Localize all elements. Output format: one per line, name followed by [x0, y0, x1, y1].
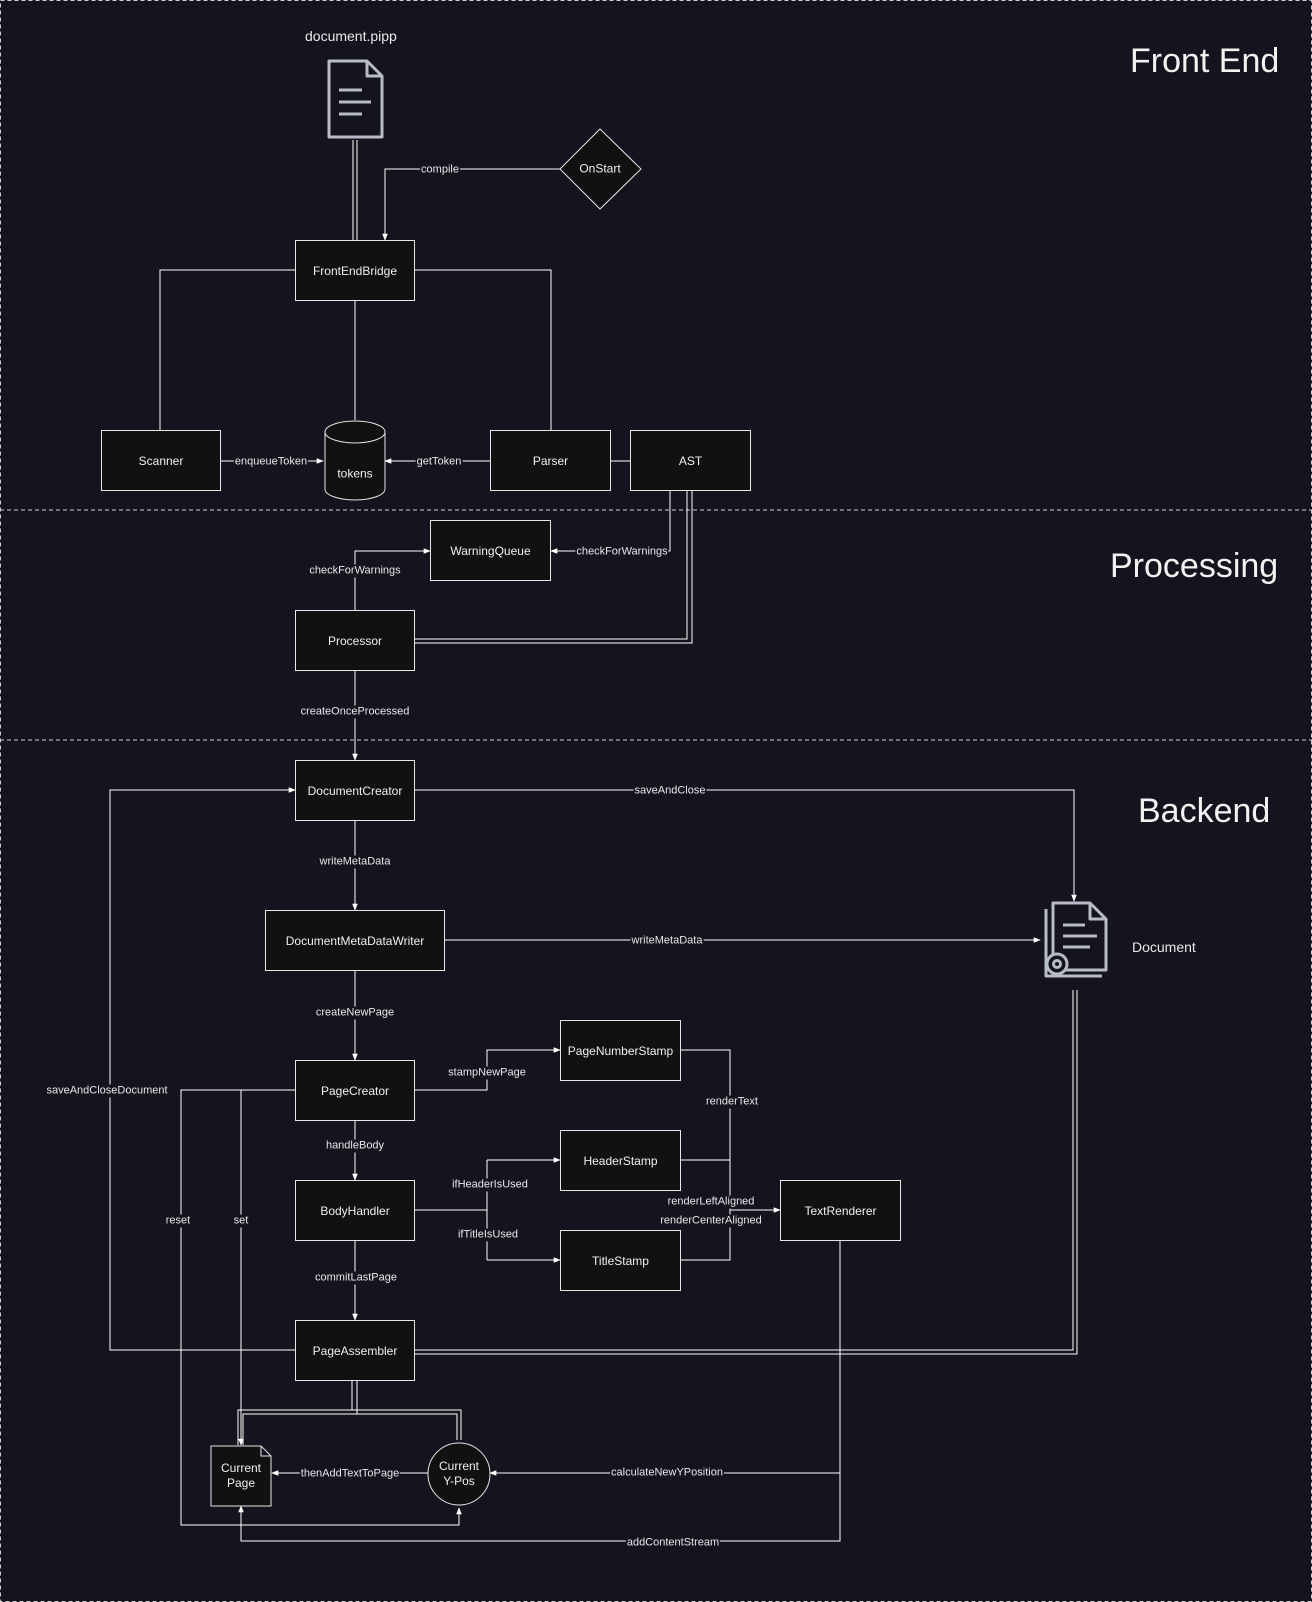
edge-label-enqueue-token: enqueueToken — [233, 455, 309, 469]
page-creator-node: PageCreator — [295, 1060, 415, 1121]
ast-node: AST — [630, 430, 751, 491]
edge-label-render-left-aligned: renderLeftAligned — [666, 1195, 756, 1209]
current-ypos-node: Current Y-Pos — [439, 1459, 479, 1489]
warning-queue-node: WarningQueue — [430, 520, 551, 581]
front-end-bridge-node: FrontEndBridge — [295, 240, 415, 301]
edge-label-calculate-new-y-position: calculateNewYPosition — [610, 1466, 724, 1480]
edge-label-stamp-new-page: stampNewPage — [447, 1066, 527, 1080]
edge-label-handle-body: handleBody — [324, 1139, 386, 1153]
tokens-node: tokens — [337, 466, 373, 481]
current-page-line1: Current — [220, 1461, 262, 1475]
body-handler-node: BodyHandler — [295, 1180, 415, 1241]
current-ypos-line2: Y-Pos — [443, 1474, 475, 1488]
scanner-node: Scanner — [101, 430, 221, 491]
processor-node: Processor — [295, 610, 415, 671]
current-page-shape — [210, 1445, 272, 1507]
document-icon — [327, 59, 384, 139]
edge-label-if-header-is-used: ifHeaderIsUsed — [451, 1178, 529, 1192]
current-ypos-line1: Current — [438, 1459, 480, 1473]
current-ypos-shape — [427, 1442, 491, 1506]
current-page-node: Current Page — [221, 1461, 261, 1491]
on-start-node: OnStart — [579, 161, 621, 176]
page-number-stamp-node: PageNumberStamp — [560, 1020, 681, 1081]
edge-label-reset: reset — [164, 1214, 192, 1228]
edge-label-get-token: getToken — [415, 455, 463, 469]
edge-label-if-title-is-used: ifTitleIsUsed — [456, 1228, 520, 1242]
on-start-diamond — [559, 128, 642, 210]
edge-label-write-meta-data-down: writeMetaData — [318, 855, 392, 869]
document-creator-node: DocumentCreator — [295, 760, 415, 821]
edge-label-render-center-aligned: renderCenterAligned — [659, 1214, 763, 1228]
edge-label-compile: compile — [420, 163, 460, 177]
edge-label-check-for-warnings-ast: checkForWarnings — [575, 545, 669, 559]
edge-label-create-new-page: createNewPage — [314, 1006, 396, 1020]
output-file-label: Document — [1132, 939, 1196, 955]
edge-label-commit-last-page: commitLastPage — [314, 1271, 398, 1285]
header-stamp-node: HeaderStamp — [560, 1130, 681, 1191]
input-file-label: document.pipp — [305, 28, 397, 44]
edge-label-set: set — [232, 1214, 250, 1228]
page-assembler-node: PageAssembler — [295, 1320, 415, 1381]
current-page-line2: Page — [226, 1476, 256, 1490]
edge-label-render-text: renderText — [705, 1095, 759, 1109]
section-title-front-end: Front End — [1130, 42, 1280, 80]
parser-node: Parser — [490, 430, 611, 491]
title-stamp-node: TitleStamp — [560, 1230, 681, 1291]
section-title-backend: Backend — [1138, 792, 1271, 830]
edge-label-save-and-close-document: saveAndCloseDocument — [45, 1084, 169, 1098]
edge-label-write-meta-data-doc: writeMetaData — [630, 934, 704, 948]
document-meta-data-writer-node: DocumentMetaDataWriter — [265, 910, 445, 971]
edge-label-save-and-close: saveAndClose — [633, 784, 707, 798]
tokens-cylinder — [324, 420, 386, 501]
edge-label-create-once-processed: createOnceProcessed — [299, 705, 411, 719]
section-title-processing: Processing — [1110, 547, 1279, 585]
edge-label-add-content-stream: addContentStream — [625, 1536, 721, 1550]
edge-label-then-add-text-to-page: thenAddTextToPage — [299, 1467, 401, 1481]
document-gear-icon — [1044, 901, 1108, 978]
edge-label-check-for-warnings-processor: checkForWarnings — [308, 564, 402, 578]
text-renderer-node: TextRenderer — [780, 1180, 901, 1241]
